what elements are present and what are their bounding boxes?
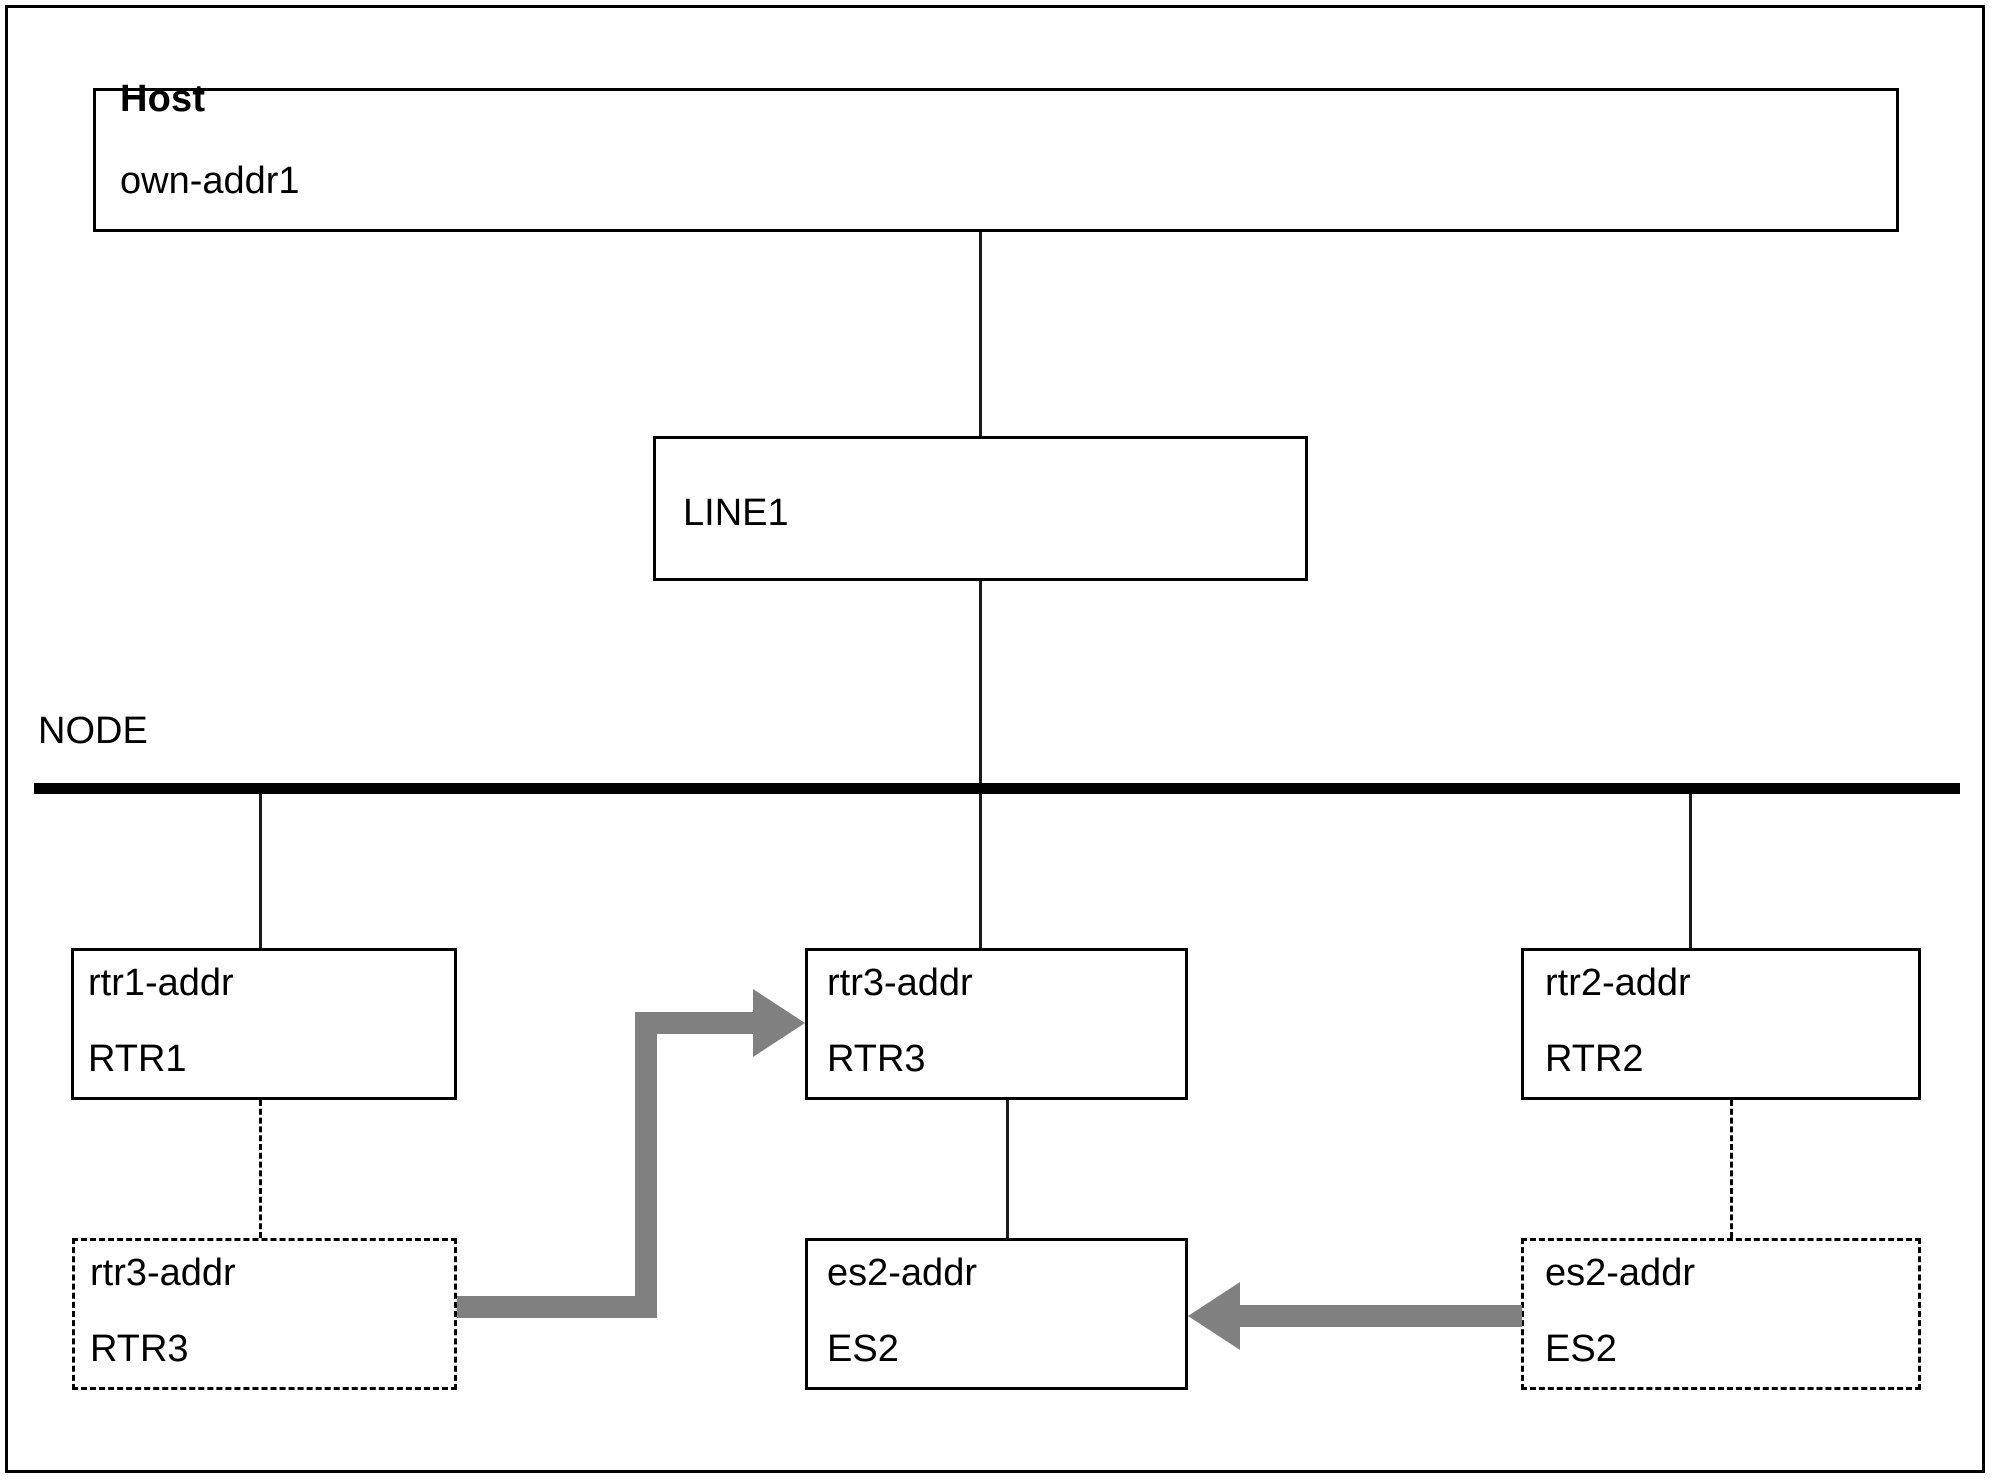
flow-arrow-es2-horizontal [1240,1305,1522,1327]
rtr2-address: rtr2-addr [1545,962,1691,1004]
node-bus-bar [34,783,1960,794]
line1-box[interactable] [653,436,1308,581]
es2-dashed-address: es2-addr [1545,1252,1695,1294]
connector-rtr2-to-es2-dashed [1730,1100,1733,1238]
host-address: own-addr1 [120,160,300,202]
rtr3-box[interactable] [805,948,1188,1100]
es2-name: ES2 [827,1328,899,1370]
connector-node-to-rtr1 [259,794,262,948]
rtr3-dashed-address: rtr3-addr [90,1252,236,1294]
host-title: Host [120,78,206,120]
flow-arrow-rtr3-head [753,989,805,1057]
rtr1-name: RTR1 [88,1038,187,1080]
flow-arrow-es2-head [1188,1282,1240,1350]
es2-box[interactable] [805,1238,1188,1390]
flow-arrow-rtr3-horizontal-lower [457,1296,657,1318]
diagram-outer-frame [5,5,1985,1473]
flow-arrow-rtr3-vertical [635,1012,657,1318]
connector-rtr3-to-es2 [1006,1100,1009,1238]
rtr3-address: rtr3-addr [827,962,973,1004]
connector-host-to-line1 [979,232,982,438]
es2-dashed-name: ES2 [1545,1328,1617,1370]
rtr2-name: RTR2 [1545,1038,1644,1080]
flow-arrow-rtr3-horizontal-upper [635,1012,758,1034]
host-box[interactable] [93,88,1899,232]
connector-rtr1-to-rtr3-dashed [259,1100,262,1238]
rtr1-address: rtr1-addr [88,962,234,1004]
connector-line1-to-node [979,581,982,787]
rtr3-dashed-box[interactable] [72,1238,457,1390]
rtr1-box[interactable] [71,948,457,1100]
rtr3-name: RTR3 [827,1038,926,1080]
es2-address: es2-addr [827,1252,977,1294]
rtr3-dashed-name: RTR3 [90,1328,189,1370]
node-bus-label: NODE [38,710,148,752]
connector-node-to-rtr3 [979,794,982,948]
rtr2-box[interactable] [1521,948,1921,1100]
connector-node-to-rtr2 [1689,794,1692,948]
es2-dashed-box[interactable] [1521,1238,1921,1390]
line1-label: LINE1 [683,492,789,534]
